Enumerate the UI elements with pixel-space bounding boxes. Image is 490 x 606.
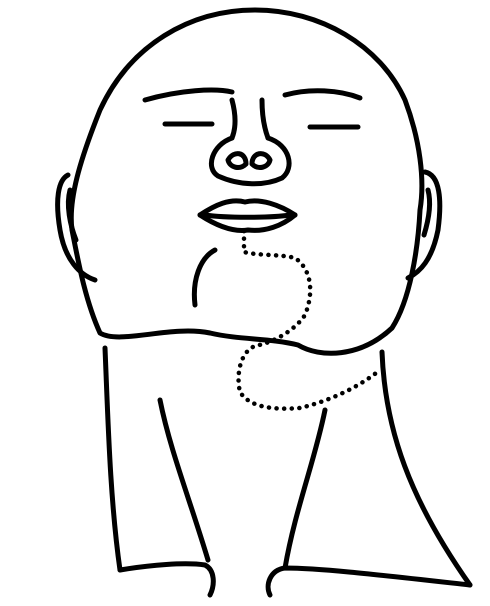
- right-eyebrow: [285, 91, 360, 98]
- right-sternocleidomastoid: [285, 410, 325, 568]
- neck-left-outline: [105, 348, 120, 570]
- right-ear-inner: [424, 190, 430, 235]
- chin-contour: [194, 250, 215, 305]
- nose-bridge-left: [232, 100, 235, 138]
- right-clavicle: [268, 568, 470, 595]
- left-clavicle: [120, 564, 213, 595]
- mouth-line: [205, 215, 290, 217]
- left-nostril: [228, 154, 246, 168]
- dotted-incision-line: [239, 231, 380, 409]
- neck-right-outline: [382, 352, 470, 585]
- right-nostril: [252, 154, 270, 168]
- upper-lip: [200, 201, 295, 215]
- left-eyebrow: [145, 90, 232, 100]
- nose-bridge-right: [262, 100, 268, 138]
- left-sternocleidomastoid: [160, 400, 208, 560]
